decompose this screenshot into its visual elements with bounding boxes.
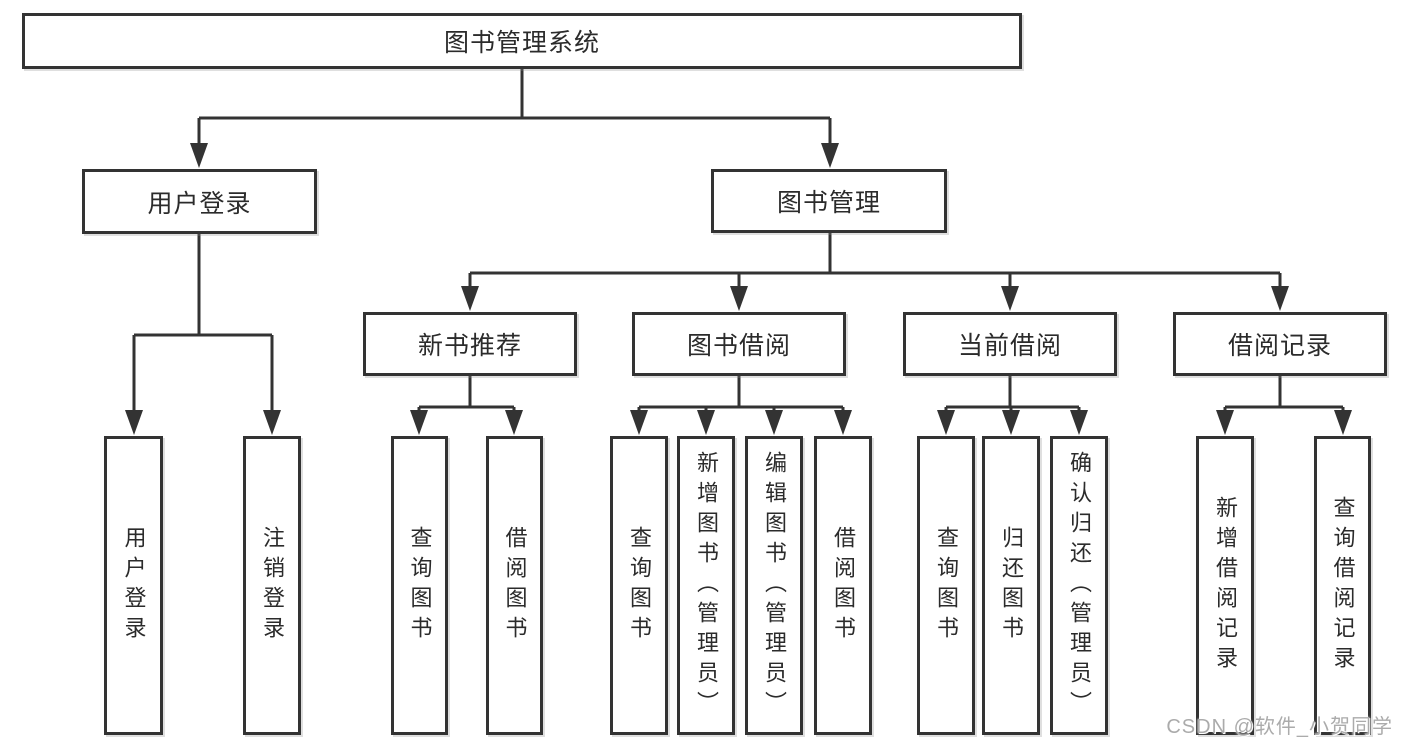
leaf-current-query-books: 查询图书: [917, 436, 975, 735]
arrow-down-icon: [697, 410, 715, 435]
leaf-logout: 注销登录: [243, 436, 301, 735]
arrow-down-icon: [263, 410, 281, 435]
leaf-borrow-query-books: 查询图书: [610, 436, 668, 735]
leaf-confirm-return-admin-label: 确认归还（管理员）: [1067, 450, 1092, 721]
leaf-return-books-label: 归还图书: [999, 525, 1024, 646]
leaf-current-query-books-label: 查询图书: [934, 525, 959, 646]
arrow-down-icon: [1216, 410, 1234, 435]
arrow-down-icon: [630, 410, 648, 435]
leaf-add-book-admin: 新增图书（管理员）: [677, 436, 735, 735]
leaf-user-login-label: 用户登录: [121, 525, 147, 646]
leaf-user-login: 用户登录: [104, 436, 163, 735]
arrow-down-icon: [1001, 286, 1019, 311]
arrow-down-icon: [765, 410, 783, 435]
node-root-system: 图书管理系统: [22, 13, 1022, 69]
connector-userlogin-to-leaves: [132, 234, 274, 414]
leaf-return-books: 归还图书: [982, 436, 1040, 735]
leaf-borrow-borrow-books-label: 借阅图书: [831, 525, 856, 646]
node-user-login: 用户登录: [82, 169, 317, 234]
node-book-borrow-label: 图书借阅: [686, 332, 791, 360]
leaf-edit-book-admin-label: 编辑图书（管理员）: [762, 450, 787, 721]
node-book-borrow: 图书借阅: [632, 312, 846, 376]
leaf-newbooks-borrow-books: 借阅图书: [486, 436, 543, 735]
connector-currentborrow-to-leaves: [944, 376, 1081, 414]
connector-root-to-level2: [197, 68, 832, 148]
node-current-borrow-label: 当前借阅: [957, 332, 1062, 360]
leaf-add-borrow-record: 新增借阅记录: [1196, 436, 1254, 735]
node-current-borrow: 当前借阅: [903, 312, 1117, 376]
leaf-newbooks-borrow-books-label: 借阅图书: [502, 525, 528, 646]
arrow-down-icon: [1334, 410, 1352, 435]
arrow-down-icon: [730, 286, 748, 311]
node-book-management-label: 图书管理: [776, 189, 881, 217]
connector-bookmgmt-to-level3: [468, 233, 1282, 290]
node-borrow-records-label: 借阅记录: [1227, 332, 1332, 360]
node-user-login-label: 用户登录: [147, 189, 252, 218]
node-borrow-records: 借阅记录: [1173, 312, 1387, 376]
leaf-newbooks-query-books: 查询图书: [391, 436, 448, 735]
arrow-down-icon: [1002, 410, 1020, 435]
leaf-query-borrow-record-label: 查询借阅记录: [1330, 495, 1356, 676]
node-new-book-recommend-label: 新书推荐: [417, 332, 522, 360]
arrow-down-icon: [190, 143, 208, 168]
arrow-down-icon: [937, 410, 955, 435]
leaf-query-borrow-record: 查询借阅记录: [1314, 436, 1371, 735]
leaf-edit-book-admin: 编辑图书（管理员）: [745, 436, 803, 735]
arrow-down-icon: [1070, 410, 1088, 435]
arrow-down-icon: [834, 410, 852, 435]
arrow-down-icon: [821, 143, 839, 168]
connector-bookborrow-to-leaves: [637, 376, 845, 414]
leaf-borrow-borrow-books: 借阅图书: [814, 436, 872, 735]
node-new-book-recommend: 新书推荐: [363, 312, 577, 376]
arrow-down-icons: [125, 143, 1352, 435]
node-root-label: 图书管理系统: [443, 29, 600, 57]
arrow-down-icon: [125, 410, 143, 435]
arrow-down-icon: [410, 410, 428, 435]
leaf-logout-label: 注销登录: [260, 525, 285, 646]
node-book-management: 图书管理: [711, 169, 947, 233]
leaf-confirm-return-admin: 确认归还（管理员）: [1050, 436, 1108, 735]
leaf-add-book-admin-label: 新增图书（管理员）: [694, 450, 719, 721]
leaf-borrow-query-books-label: 查询图书: [627, 525, 652, 646]
arrow-down-icon: [461, 286, 479, 311]
leaf-newbooks-query-books-label: 查询图书: [407, 525, 433, 646]
arrow-down-icon: [1271, 286, 1289, 311]
connector-newbooks-to-leaves: [417, 376, 516, 414]
arrow-down-icon: [505, 410, 523, 435]
csdn-watermark: CSDN @软件_小贺同学: [1166, 716, 1393, 738]
leaf-add-borrow-record-label: 新增借阅记录: [1213, 495, 1238, 676]
connector-records-to-leaves: [1223, 376, 1345, 414]
